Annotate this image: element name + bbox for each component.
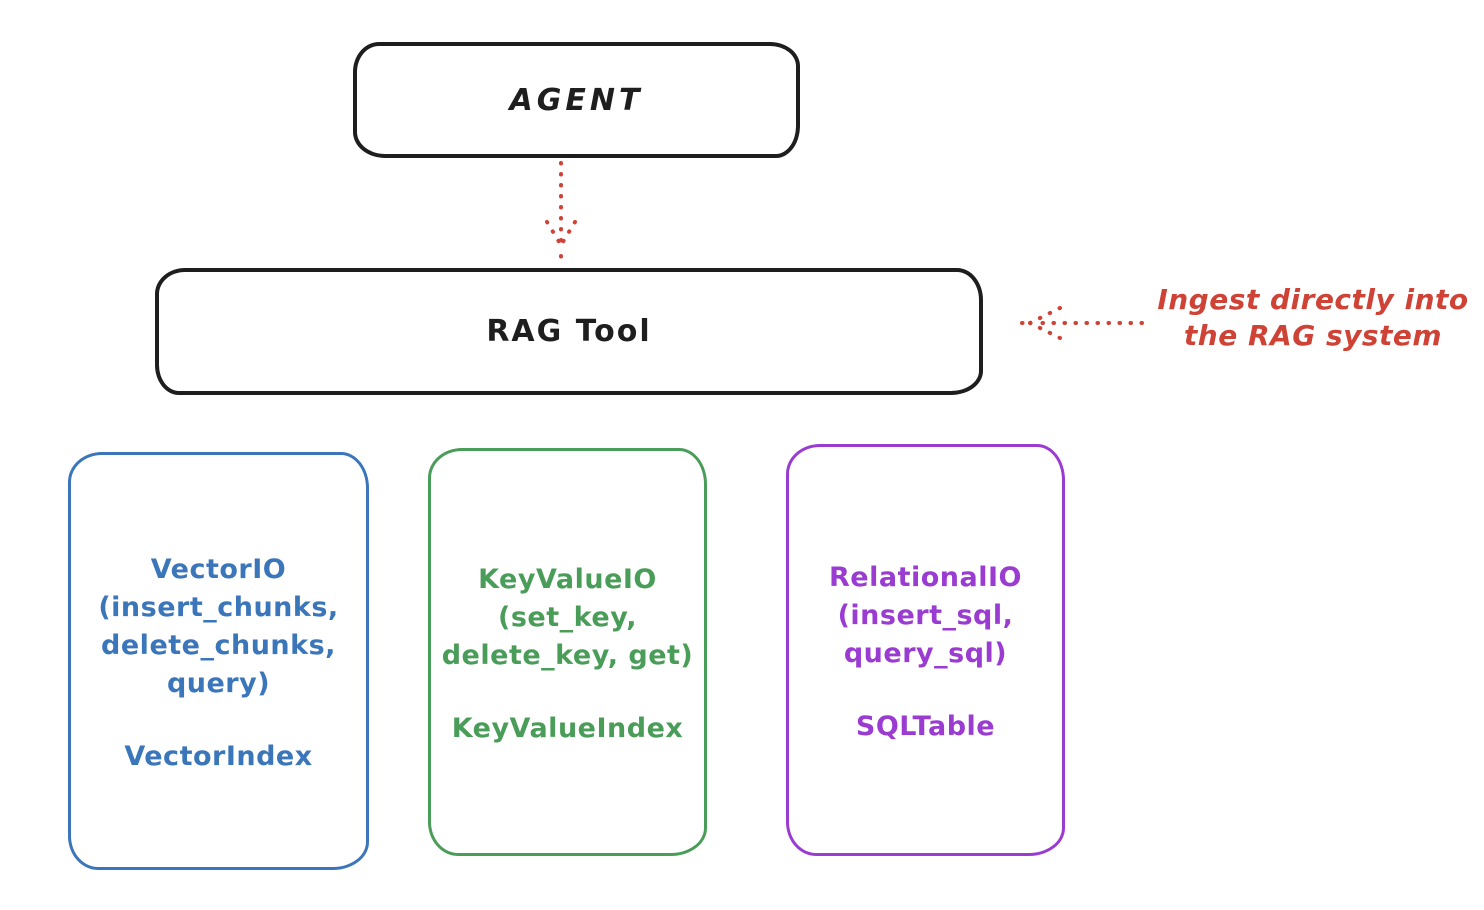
vector-io-box: VectorIO (insert_chunks, delete_chunks, … bbox=[68, 452, 369, 870]
io-line: RelationalIO bbox=[829, 561, 1022, 593]
relational-io-operations: RelationalIO (insert_sql, query_sql) bbox=[829, 559, 1022, 673]
ingest-annotation: Ingest directly into the RAG system bbox=[1142, 282, 1484, 354]
relational-io-box: RelationalIO (insert_sql, query_sql) SQL… bbox=[786, 444, 1065, 856]
ingest-annotation-line2: the RAG system bbox=[1183, 319, 1443, 352]
ingest-arrow bbox=[1020, 306, 1144, 340]
sql-table-label: SQLTable bbox=[855, 710, 996, 742]
keyvalue-io-operations: KeyValueIO (set_key, delete_key, get) bbox=[442, 561, 694, 675]
keyvalue-io-box: KeyValueIO (set_key, delete_key, get) Ke… bbox=[428, 448, 707, 856]
io-line: (insert_chunks, bbox=[98, 591, 339, 623]
agent-label: AGENT bbox=[509, 82, 644, 118]
vector-index-label: VectorIndex bbox=[124, 740, 313, 772]
agent-box: AGENT bbox=[353, 42, 800, 158]
vector-io-operations: VectorIO (insert_chunks, delete_chunks, … bbox=[98, 551, 338, 703]
io-line: delete_chunks, bbox=[101, 629, 336, 661]
keyvalue-index-label: KeyValueIndex bbox=[451, 712, 684, 744]
agent-to-ragtool-arrow bbox=[545, 161, 577, 260]
rag-tool-box: RAG Tool bbox=[155, 268, 983, 395]
io-line: query_sql) bbox=[843, 637, 1008, 669]
io-line: (insert_sql, bbox=[837, 599, 1014, 631]
io-line: VectorIO bbox=[150, 553, 287, 585]
io-line: (set_key, bbox=[498, 601, 637, 633]
io-line: delete_key, get) bbox=[441, 639, 694, 671]
rag-tool-label: RAG Tool bbox=[486, 314, 652, 349]
io-line: KeyValueIO bbox=[478, 563, 657, 595]
ingest-annotation-line1: Ingest directly into bbox=[1157, 283, 1469, 316]
io-line: query) bbox=[166, 667, 271, 699]
